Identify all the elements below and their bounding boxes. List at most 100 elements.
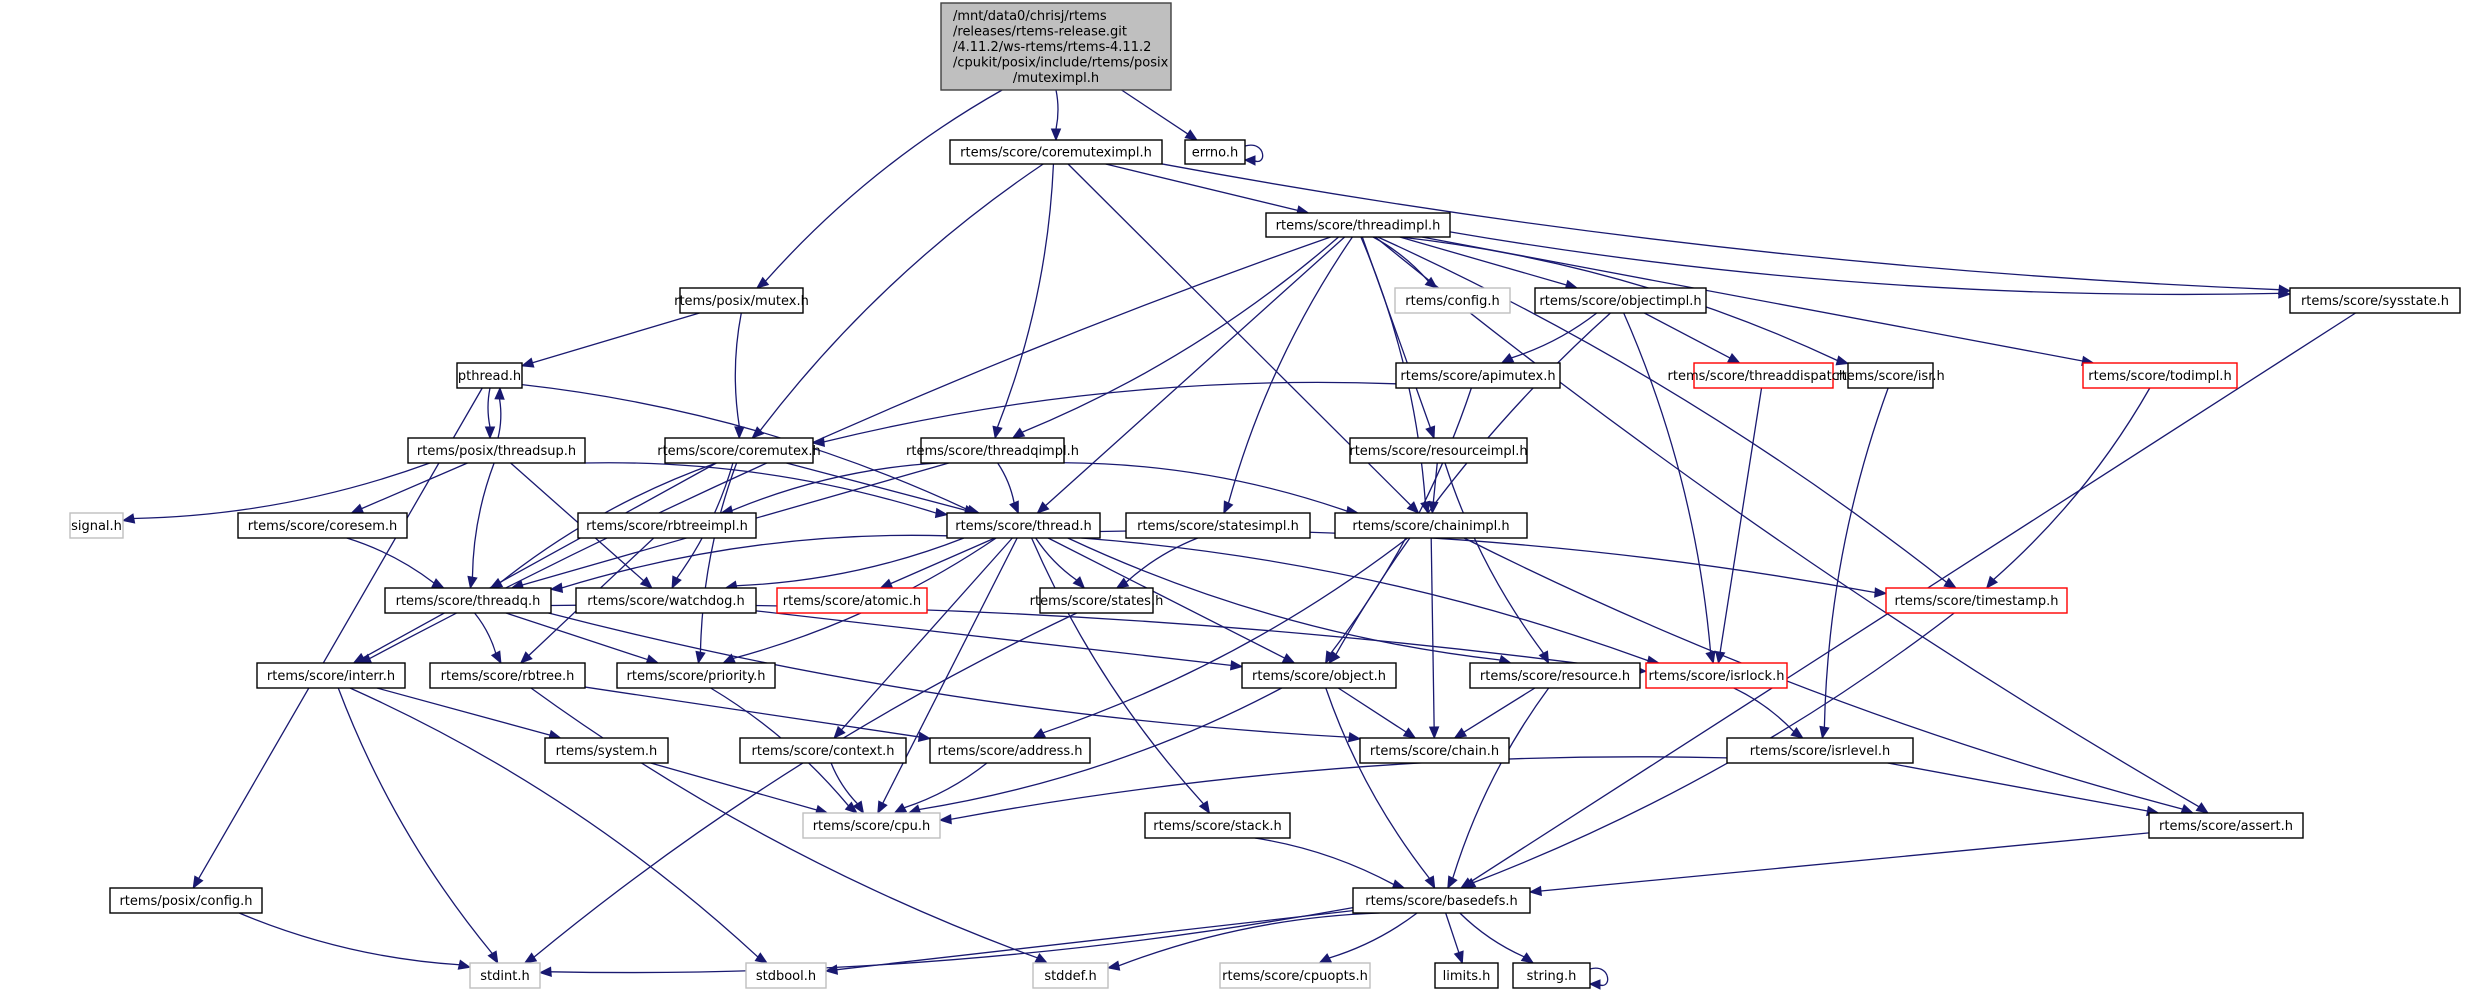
node-object[interactable]: rtems/score/object.h	[1241, 662, 1397, 689]
node-pthread[interactable]: pthread.h	[456, 362, 523, 389]
edge-interr-to-stdbool	[349, 687, 769, 964]
edge-line	[836, 909, 1354, 971]
node-atomic[interactable]: rtems/score/atomic.h	[776, 587, 928, 614]
edge-line	[1432, 462, 1438, 503]
arrowhead	[1447, 875, 1458, 890]
arrowhead	[1406, 501, 1420, 514]
node-stdbool[interactable]: stdbool.h	[745, 962, 827, 989]
node-priority[interactable]: rtems/score/priority.h	[616, 662, 776, 689]
edge-root-to-posixmutex	[755, 89, 1003, 289]
node-chainimpl[interactable]: rtems/score/chainimpl.h	[1334, 512, 1528, 539]
node-statesimpl[interactable]: rtems/score/statesimpl.h	[1125, 512, 1311, 539]
node-signal[interactable]: signal.h	[69, 512, 124, 539]
arrowhead	[1790, 727, 1804, 739]
node-coremuteximpl[interactable]: rtems/score/coremuteximpl.h	[949, 139, 1163, 165]
edge-line	[1459, 912, 1525, 958]
node-sysstate[interactable]: rtems/score/sysstate.h	[2289, 287, 2461, 314]
node-threaddispatch[interactable]: rtems/score/threaddispatch.h	[1668, 362, 1860, 389]
node-assert[interactable]: rtems/score/assert.h	[2148, 812, 2304, 839]
node-chain[interactable]: rtems/score/chain.h	[1359, 737, 1510, 764]
node-box	[1349, 437, 1528, 464]
node-label: stdbool.h	[756, 969, 816, 984]
edge-line	[759, 163, 1044, 431]
edge-line	[361, 462, 468, 510]
node-isrlevel[interactable]: rtems/score/isrlevel.h	[1726, 737, 1914, 764]
edge-line	[997, 462, 1015, 503]
node-coresem[interactable]: rtems/score/coresem.h	[237, 512, 408, 539]
edge-coremutex-to-priority	[695, 462, 738, 665]
node-system[interactable]: rtems/system.h	[544, 737, 669, 764]
edge-threadimpl-to-objectimpl	[1399, 236, 1579, 290]
arrowhead	[1705, 650, 1716, 665]
edge-line	[521, 383, 969, 511]
node-apimutex[interactable]: rtems/score/apimutex.h	[1395, 362, 1561, 389]
node-context[interactable]: rtems/score/context.h	[739, 737, 907, 764]
node-objectimpl[interactable]: rtems/score/objectimpl.h	[1534, 287, 1707, 314]
node-box	[1039, 587, 1154, 614]
edge-rbtree-to-address	[584, 686, 932, 743]
node-threadqimpl[interactable]: rtems/score/threadqimpl.h	[906, 437, 1079, 464]
edge-timestamp-to-basedefs	[1462, 612, 1955, 889]
node-posixconfig[interactable]: rtems/posix/config.h	[109, 887, 263, 914]
arrowhead	[1715, 650, 1726, 665]
arrowhead	[1428, 501, 1439, 515]
node-isrlock[interactable]: rtems/score/isrlock.h	[1645, 662, 1788, 689]
node-label: rtems/score/thread.h	[955, 519, 1092, 534]
edge-threaddispatch-to-isrlock	[1715, 387, 1763, 665]
node-interr[interactable]: rtems/score/interr.h	[256, 662, 406, 689]
node-todimpl[interactable]: rtems/score/todimpl.h	[2082, 362, 2238, 389]
node-box	[237, 512, 408, 539]
node-label: rtems/score/atomic.h	[783, 594, 921, 609]
node-rbtree[interactable]: rtems/score/rbtree.h	[429, 662, 586, 689]
node-box	[456, 362, 523, 389]
node-cpuopts[interactable]: rtems/score/cpuopts.h	[1219, 962, 1371, 989]
node-box	[1434, 962, 1499, 989]
node-coremutex[interactable]: rtems/score/coremutex.h	[657, 437, 821, 464]
node-label: rtems/score/isrlock.h	[1649, 669, 1785, 684]
arrowhead	[992, 425, 1003, 440]
node-rtemsconfig[interactable]: rtems/config.h	[1394, 287, 1511, 314]
node-states[interactable]: rtems/score/states.h	[1030, 587, 1164, 614]
node-thread[interactable]: rtems/score/thread.h	[946, 512, 1101, 539]
node-threadsup[interactable]: rtems/posix/threadsup.h	[407, 437, 586, 464]
node-cpu[interactable]: rtems/score/cpu.h	[802, 812, 941, 839]
edges-layer	[121, 89, 2356, 990]
node-posixmutex[interactable]: rtems/posix/mutex.h	[674, 287, 809, 314]
node-address[interactable]: rtems/score/address.h	[929, 737, 1091, 764]
node-stdint[interactable]: stdint.h	[469, 962, 541, 989]
node-stddef[interactable]: stddef.h	[1032, 962, 1109, 989]
edge-line	[561, 534, 948, 589]
node-box	[544, 737, 669, 764]
node-label: pthread.h	[458, 369, 521, 384]
edge-threadimpl-to-thread	[1036, 236, 1346, 514]
node-limits[interactable]: limits.h	[1434, 962, 1499, 989]
node-watchdog[interactable]: rtems/score/watchdog.h	[575, 587, 757, 614]
node-stack[interactable]: rtems/score/stack.h	[1144, 812, 1291, 839]
arrowhead	[1325, 650, 1336, 665]
node-errno[interactable]: errno.h	[1184, 139, 1246, 165]
node-threadq[interactable]: rtems/score/threadq.h	[384, 587, 552, 614]
node-resource[interactable]: rtems/score/resource.h	[1469, 662, 1641, 689]
node-timestamp[interactable]: rtems/score/timestamp.h	[1885, 587, 2068, 614]
node-threadimpl[interactable]: rtems/score/threadimpl.h	[1265, 212, 1451, 238]
node-isr[interactable]: rtems/score/isr.h	[1836, 362, 1945, 389]
edge-threadimpl-to-sysstate	[1449, 231, 2292, 299]
edge-line	[550, 906, 1354, 974]
node-resourceimpl[interactable]: rtems/score/resourceimpl.h	[1349, 437, 1528, 464]
node-label: rtems/posix/mutex.h	[674, 294, 809, 309]
edge-coremuteximpl-to-threadqimpl	[992, 163, 1055, 440]
node-basedefs[interactable]: rtems/score/basedefs.h	[1352, 887, 1531, 914]
edge-resourceimpl-to-resource	[1444, 462, 1550, 665]
arrowhead	[1424, 875, 1436, 890]
node-box	[2148, 812, 2304, 839]
node-string[interactable]: string.h	[1512, 962, 1591, 989]
arrowhead	[1011, 427, 1026, 439]
edge-resource-to-basedefs	[1447, 687, 1550, 890]
node-label: rtems/score/todimpl.h	[2088, 369, 2231, 384]
arrowhead	[1115, 577, 1130, 589]
arrowhead	[1009, 500, 1019, 515]
node-root[interactable]: /mnt/data0/chrisj/rtems/releases/rtems-r…	[940, 2, 1172, 91]
edge-line	[1227, 236, 1353, 504]
node-rbtreeimpl[interactable]: rtems/score/rbtreeimpl.h	[577, 512, 757, 539]
